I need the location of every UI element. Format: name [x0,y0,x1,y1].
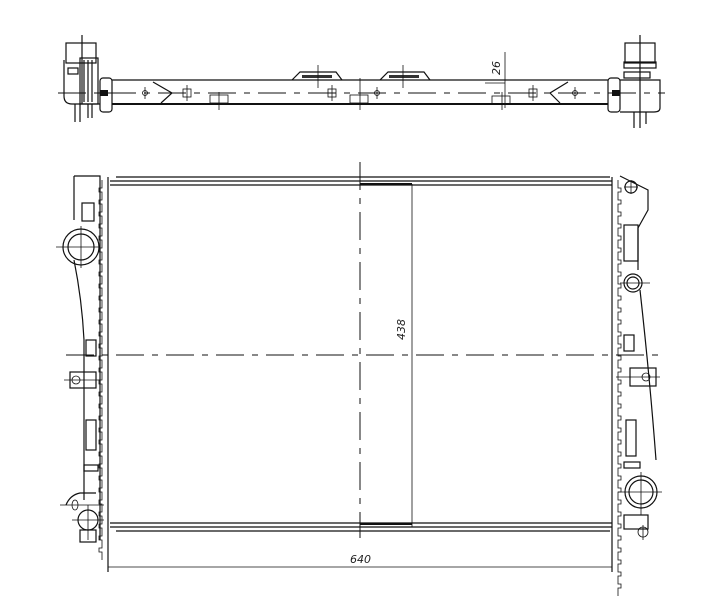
height-dimension-label: 438 [395,319,408,340]
top-view: 26 [58,35,665,128]
width-dimension-label: 640 [350,553,371,566]
depth-dimension-label: 26 [490,61,503,75]
front-view: 438 640 [56,162,662,596]
